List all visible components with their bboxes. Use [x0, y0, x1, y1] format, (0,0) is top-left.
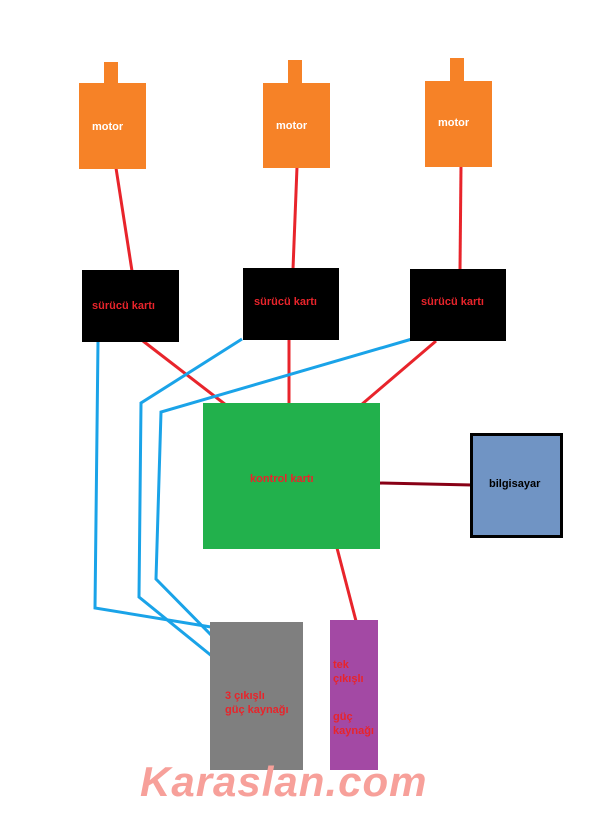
- control-board: kontrol kartı: [203, 403, 380, 549]
- motor3-shaft: [450, 58, 464, 82]
- motor-2-label: motor: [276, 120, 308, 132]
- power-wire-driver2: [137, 337, 243, 659]
- psu3-line1: 3 çıkışlı: [225, 690, 265, 702]
- driver-board-3-label: sürücü kartı: [421, 296, 484, 308]
- wire-driver1-control: [142, 339, 227, 407]
- psu1-line2: çıkışlı: [333, 673, 364, 685]
- wire-motor1-driver1: [114, 167, 134, 272]
- psu1-line4: kaynağı: [333, 725, 374, 737]
- computer-label: bilgisayar: [489, 478, 541, 490]
- psu1-line3: güç: [333, 711, 353, 723]
- control-board-label: kontrol kartı: [250, 473, 314, 485]
- motor-1: motor: [79, 83, 146, 169]
- psu3-line2: güç kaynağı: [225, 704, 289, 716]
- wire-control-psu1: [335, 547, 358, 622]
- single-output-power-supply: tek çıkışlı güç kaynağı: [330, 620, 378, 770]
- driver-board-1: sürücü kartı: [82, 270, 179, 342]
- motor2-shaft: [288, 60, 302, 84]
- psu1-line1: tek: [333, 659, 349, 671]
- power-wire-driver1: [93, 340, 218, 630]
- motor-3-label: motor: [438, 117, 470, 129]
- wire-control-computer: [378, 481, 473, 487]
- power-wire-driver3: [154, 337, 413, 642]
- wire-driver3-control: [360, 339, 437, 407]
- wire-motor2-driver2: [291, 166, 299, 270]
- wire-motor3-driver3: [458, 165, 463, 271]
- driver-board-2-label: sürücü kartı: [254, 296, 317, 308]
- motor-2: motor: [263, 83, 330, 168]
- driver-board-2: sürücü kartı: [243, 268, 339, 340]
- motor1-shaft: [104, 62, 118, 84]
- motor-1-label: motor: [92, 121, 124, 133]
- motor-3: motor: [425, 81, 492, 167]
- computer: bilgisayar: [470, 433, 563, 538]
- driver-board-1-label: sürücü kartı: [92, 300, 155, 312]
- three-output-power-supply: 3 çıkışlı güç kaynağı: [210, 622, 303, 770]
- driver-board-3: sürücü kartı: [410, 269, 506, 341]
- watermark-logo: Karaslan.com: [140, 758, 428, 805]
